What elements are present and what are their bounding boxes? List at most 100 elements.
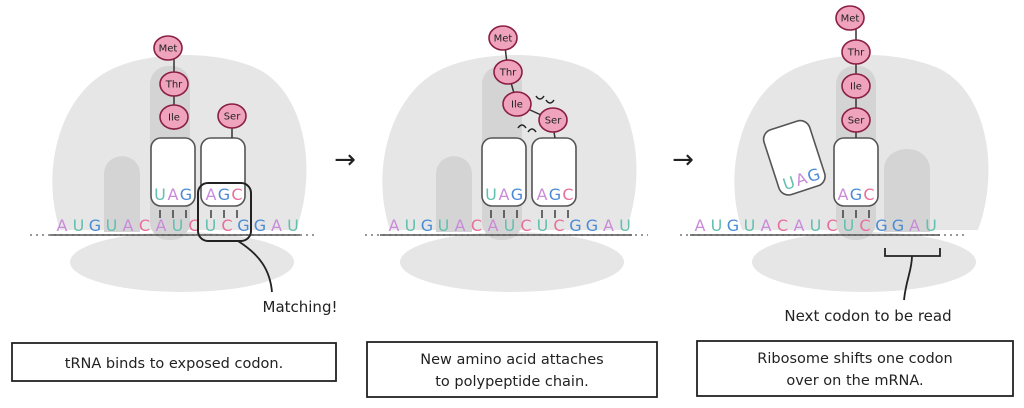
- bond-forming-marks: [517, 95, 555, 133]
- nucleotide-C: C: [471, 216, 482, 235]
- ribosome-site-right: [884, 149, 930, 232]
- nucleotide-C: C: [520, 216, 531, 235]
- nucleotide-A: A: [838, 185, 849, 204]
- nucleotide-A: A: [123, 216, 134, 235]
- amino-acid-ile: Ile: [502, 91, 532, 117]
- amino-acid-label: Ile: [168, 113, 180, 124]
- amino-acid-label: Thr: [847, 48, 865, 59]
- nucleotide-U: U: [154, 185, 166, 204]
- caption-box: [696, 340, 1014, 397]
- amino-acid-label: Met: [841, 14, 860, 25]
- nucleotide-U: U: [287, 216, 299, 235]
- step-arrow-1: →: [334, 145, 356, 175]
- nucleotide-A: A: [761, 216, 772, 235]
- caption-line-2: to polypeptide chain.: [435, 374, 589, 390]
- nucleotide-A: A: [488, 216, 499, 235]
- nucleotide-G: G: [180, 185, 192, 204]
- amino-acid-met: Met: [153, 35, 183, 61]
- nucleotide-C: C: [188, 216, 199, 235]
- nucleotide-U: U: [711, 216, 723, 235]
- nucleotide-U: U: [780, 172, 797, 194]
- ribosome-site-left: [104, 156, 140, 232]
- nucleotide-A: A: [603, 216, 614, 235]
- nucleotide-A: A: [389, 216, 400, 235]
- nucleotide-A: A: [57, 216, 68, 235]
- amino-acid-label: Ile: [850, 82, 862, 93]
- nucleotide-U: U: [504, 216, 516, 235]
- nucleotide-C: C: [562, 185, 573, 204]
- nucleotide-A: A: [499, 185, 510, 204]
- nucleotide-U: U: [485, 185, 497, 204]
- amino-acid-met: Met: [488, 25, 518, 51]
- nucleotide-C: C: [139, 216, 150, 235]
- nucleotide-C: C: [553, 216, 564, 235]
- amino-acid-label: Ile: [511, 100, 523, 111]
- amino-acid-label: Met: [494, 34, 513, 45]
- nucleotide-U: U: [205, 216, 217, 235]
- nucleotide-A: A: [271, 216, 282, 235]
- codon-pairing-ticks: [490, 210, 518, 218]
- nucleotide-U: U: [405, 216, 417, 235]
- nucleotide-G: G: [727, 216, 739, 235]
- ribosome-small-subunit: [752, 232, 976, 292]
- annotation-pointer: [903, 255, 913, 301]
- ribosome-small-subunit: [400, 232, 624, 292]
- nucleotide-A: A: [156, 216, 167, 235]
- amino-acid-thr: Thr: [159, 71, 189, 97]
- nucleotide-G: G: [237, 216, 249, 235]
- nucleotide-U: U: [744, 216, 756, 235]
- amino-acid-ile: Ile: [159, 104, 189, 130]
- nucleotide-A: A: [206, 185, 217, 204]
- amino-acid-label: Ser: [545, 116, 563, 127]
- amino-acid-label: Ser: [848, 116, 866, 127]
- nucleotide-G: G: [892, 216, 904, 235]
- amino-acid-thr: Thr: [493, 59, 523, 85]
- caption-line-1: Ribosome shifts one codon: [757, 351, 952, 367]
- nucleotide-U: U: [438, 216, 450, 235]
- nucleotide-A: A: [909, 216, 920, 235]
- caption-line-1: tRNA binds to exposed codon.: [65, 356, 283, 372]
- amino-acid-thr: Thr: [841, 39, 871, 65]
- codon-pairing-ticks: [842, 210, 870, 218]
- trna-exiting: UAG: [762, 119, 826, 196]
- nucleotide-A: A: [695, 216, 706, 235]
- nucleotide-U: U: [810, 216, 822, 235]
- nucleotide-A: A: [794, 216, 805, 235]
- nucleotide-U: U: [843, 216, 855, 235]
- nucleotide-A: A: [168, 185, 179, 204]
- codon-pairing-ticks: [159, 210, 187, 218]
- amino-acid-ile: Ile: [841, 73, 871, 99]
- caption-line-2: over on the mRNA.: [786, 373, 923, 389]
- nucleotide-G: G: [218, 185, 230, 204]
- amino-acid-incoming: Ser: [217, 103, 247, 129]
- nucleotide-G: G: [511, 185, 523, 204]
- nucleotide-A: A: [537, 185, 548, 204]
- annotation-pointer: [237, 240, 273, 293]
- annotation-matching: Matching!: [263, 298, 338, 316]
- caption-line-1: New amino acid attaches: [420, 352, 603, 368]
- amino-acid-label: Met: [159, 44, 178, 55]
- nucleotide-U: U: [537, 216, 549, 235]
- nucleotide-U: U: [106, 216, 118, 235]
- nucleotide-C: C: [221, 216, 232, 235]
- amino-acid-label: Ser: [224, 112, 242, 123]
- nucleotide-G: G: [850, 185, 862, 204]
- amino-acid-label: Thr: [165, 80, 183, 91]
- nucleotide-U: U: [619, 216, 631, 235]
- amino-acid-ser: Ser: [841, 107, 871, 133]
- nucleotide-G: G: [254, 216, 266, 235]
- nucleotide-C: C: [777, 216, 788, 235]
- step-arrow-2: →: [672, 145, 694, 175]
